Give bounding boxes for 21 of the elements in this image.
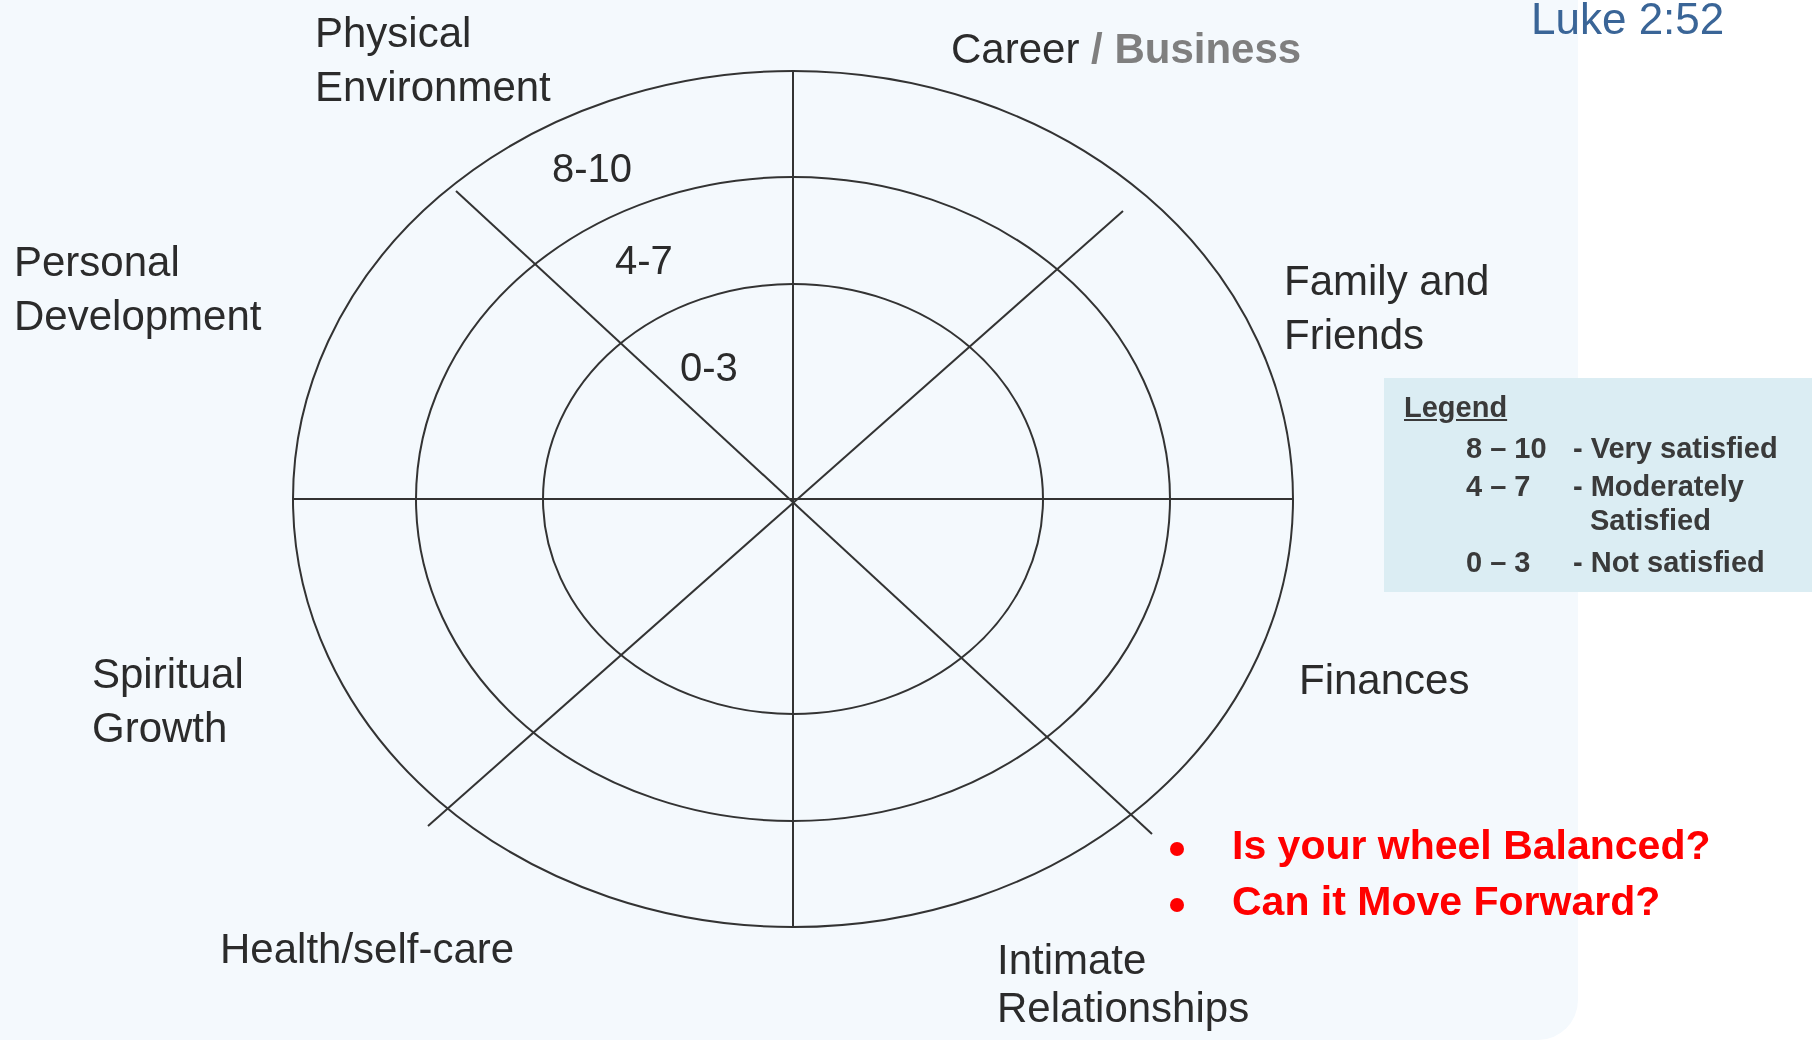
ring-label: 0-3 <box>680 345 738 390</box>
segment-label: Physical Environment <box>315 8 552 112</box>
segment-label: Personal Development <box>14 237 263 341</box>
legend-range: 0 – 3 <box>1466 545 1531 579</box>
question-text: Can it Move Forward? <box>1232 878 1661 925</box>
ring-label: 8-10 <box>552 146 633 191</box>
legend-description: - Very satisfied <box>1573 431 1778 465</box>
segment-label: Finances <box>1299 655 1470 705</box>
legend-range: 8 – 10 <box>1466 431 1547 465</box>
legend-range: 4 – 7 <box>1466 469 1531 503</box>
ring-label: 4-7 <box>615 238 673 283</box>
question-text: Is your wheel Balanced? <box>1232 822 1711 869</box>
segment-label: Health/self-care <box>220 924 515 974</box>
segment-label: Family and Friends <box>1284 256 1491 360</box>
segment-label: Career / Business <box>951 24 1302 74</box>
segment-label: Intimate Relationships <box>997 936 1251 1032</box>
legend-description: - Not satisfied <box>1573 545 1765 579</box>
legend-title: Legend <box>1404 390 1508 424</box>
legend-description: - Moderately Satisfied <box>1573 469 1745 537</box>
verse-reference: Luke 2:52 <box>1531 0 1725 44</box>
segment-label: Spiritual Growth <box>92 649 245 753</box>
